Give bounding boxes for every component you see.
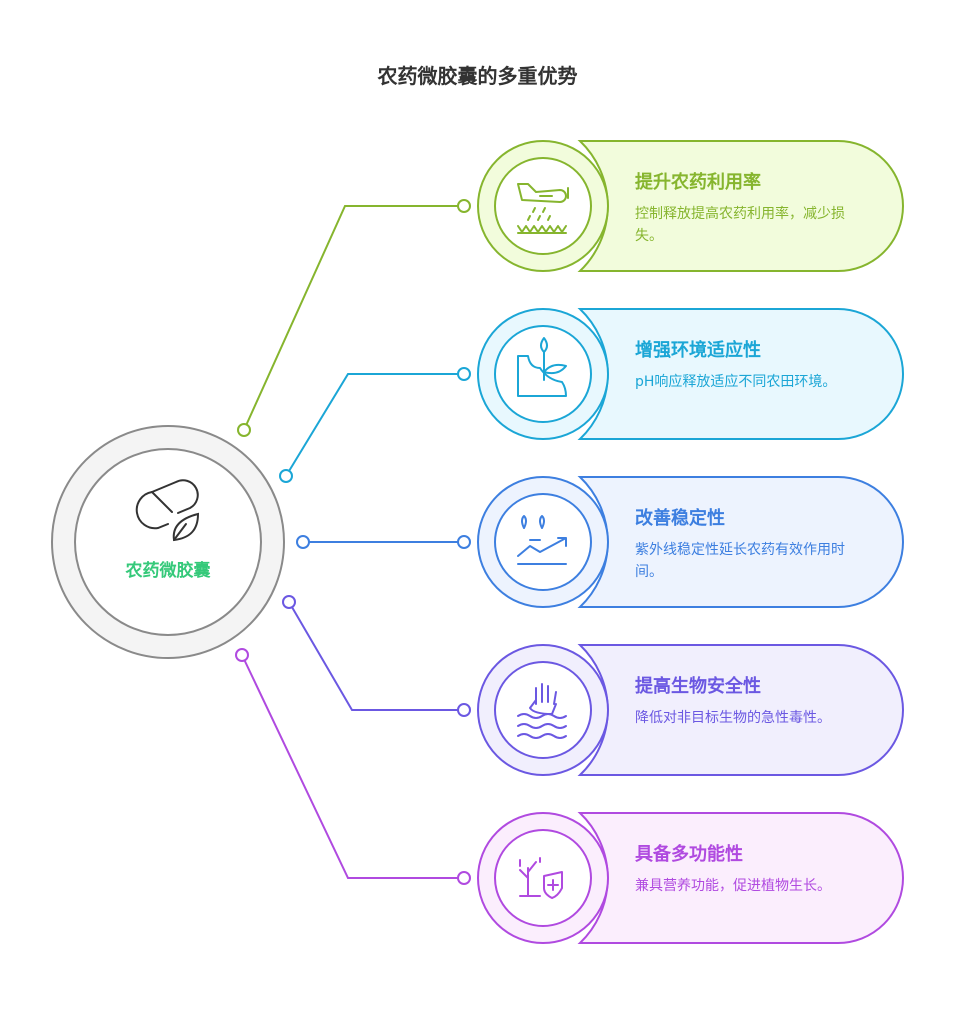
center-node [51, 425, 285, 659]
advantage-card [477, 476, 904, 608]
drops-trend-icon [517, 515, 567, 565]
center-label: 农药微胶囊 [125, 561, 211, 581]
advantage-card [477, 812, 904, 944]
connector-dot [279, 469, 293, 483]
crop-duster-plane-icon [517, 183, 569, 234]
connector-line [285, 373, 464, 477]
connector-dot [282, 595, 296, 609]
card-title: 增强环境适应性 [635, 340, 761, 361]
connector-dot [296, 535, 310, 549]
advantage-card [477, 140, 904, 272]
plant-shield-icon [519, 857, 563, 899]
card-description: 控制释放提高农药利用率，减少损失。 [635, 206, 845, 244]
card-description: 紫外线稳定性延长农药有效作用时间。 [635, 542, 845, 580]
connector-line [241, 654, 464, 879]
card-title: 改善稳定性 [635, 508, 725, 529]
card-description: 兼具营养功能，促进植物生长。 [635, 878, 831, 894]
connector-line [288, 601, 464, 711]
icon-ring [494, 493, 592, 591]
advantage-card [477, 644, 904, 776]
connector-dot [457, 367, 471, 381]
connector-dot [237, 423, 251, 437]
card-description: pH响应释放适应不同农田环境。 [635, 374, 837, 390]
advantage-card [477, 308, 904, 440]
icon-ring [494, 661, 592, 759]
connector-dot [457, 535, 471, 549]
diagram-title: 农药微胶囊的多重优势 [377, 64, 578, 88]
connector-dot [457, 871, 471, 885]
connector-line [243, 205, 464, 431]
connector-dot [457, 199, 471, 213]
connector-dot [457, 703, 471, 717]
card-title: 具备多功能性 [635, 844, 743, 865]
card-title: 提升农药利用率 [635, 172, 761, 193]
card-title: 提高生物安全性 [635, 676, 761, 697]
card-description: 降低对非目标生物的急性毒性。 [635, 710, 831, 726]
plant-hill-icon [517, 337, 567, 397]
icon-ring [494, 157, 592, 255]
connector-dot [235, 648, 249, 662]
hand-water-icon [517, 683, 567, 739]
capsule-leaf-icon [135, 479, 200, 542]
